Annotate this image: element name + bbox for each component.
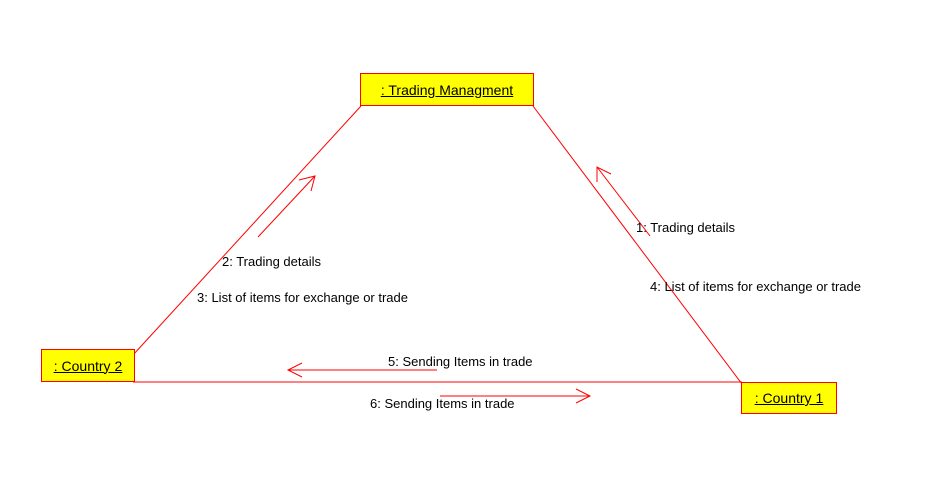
link-trading-country2 xyxy=(132,105,362,356)
arrow-msg-6 xyxy=(440,388,592,404)
node-trading-management-label: : Trading Managment xyxy=(380,81,514,98)
node-country-1-label: : Country 1 xyxy=(754,390,824,406)
message-label-2: 2: Trading details xyxy=(222,254,322,269)
message-label-1: 1: Trading details xyxy=(636,220,736,235)
message-label-6: 6: Sending Items in trade xyxy=(370,396,515,411)
link-trading-country1 xyxy=(532,105,743,385)
arrow-msg-1-4 xyxy=(596,166,651,237)
message-label-3: 3: List of items for exchange or trade xyxy=(197,290,408,305)
node-trading-management[interactable]: : Trading Managment xyxy=(360,73,534,106)
node-country-2-label: : Country 2 xyxy=(53,357,123,374)
arrow-msg-2-3 xyxy=(257,175,316,238)
node-country-1[interactable]: : Country 1 xyxy=(741,382,837,414)
arrow-msg-5 xyxy=(286,362,437,378)
message-label-5: 5: Sending Items in trade xyxy=(388,354,533,369)
node-country-2[interactable]: : Country 2 xyxy=(41,349,135,382)
message-label-4: 4: List of items for exchange or trade xyxy=(650,279,861,294)
